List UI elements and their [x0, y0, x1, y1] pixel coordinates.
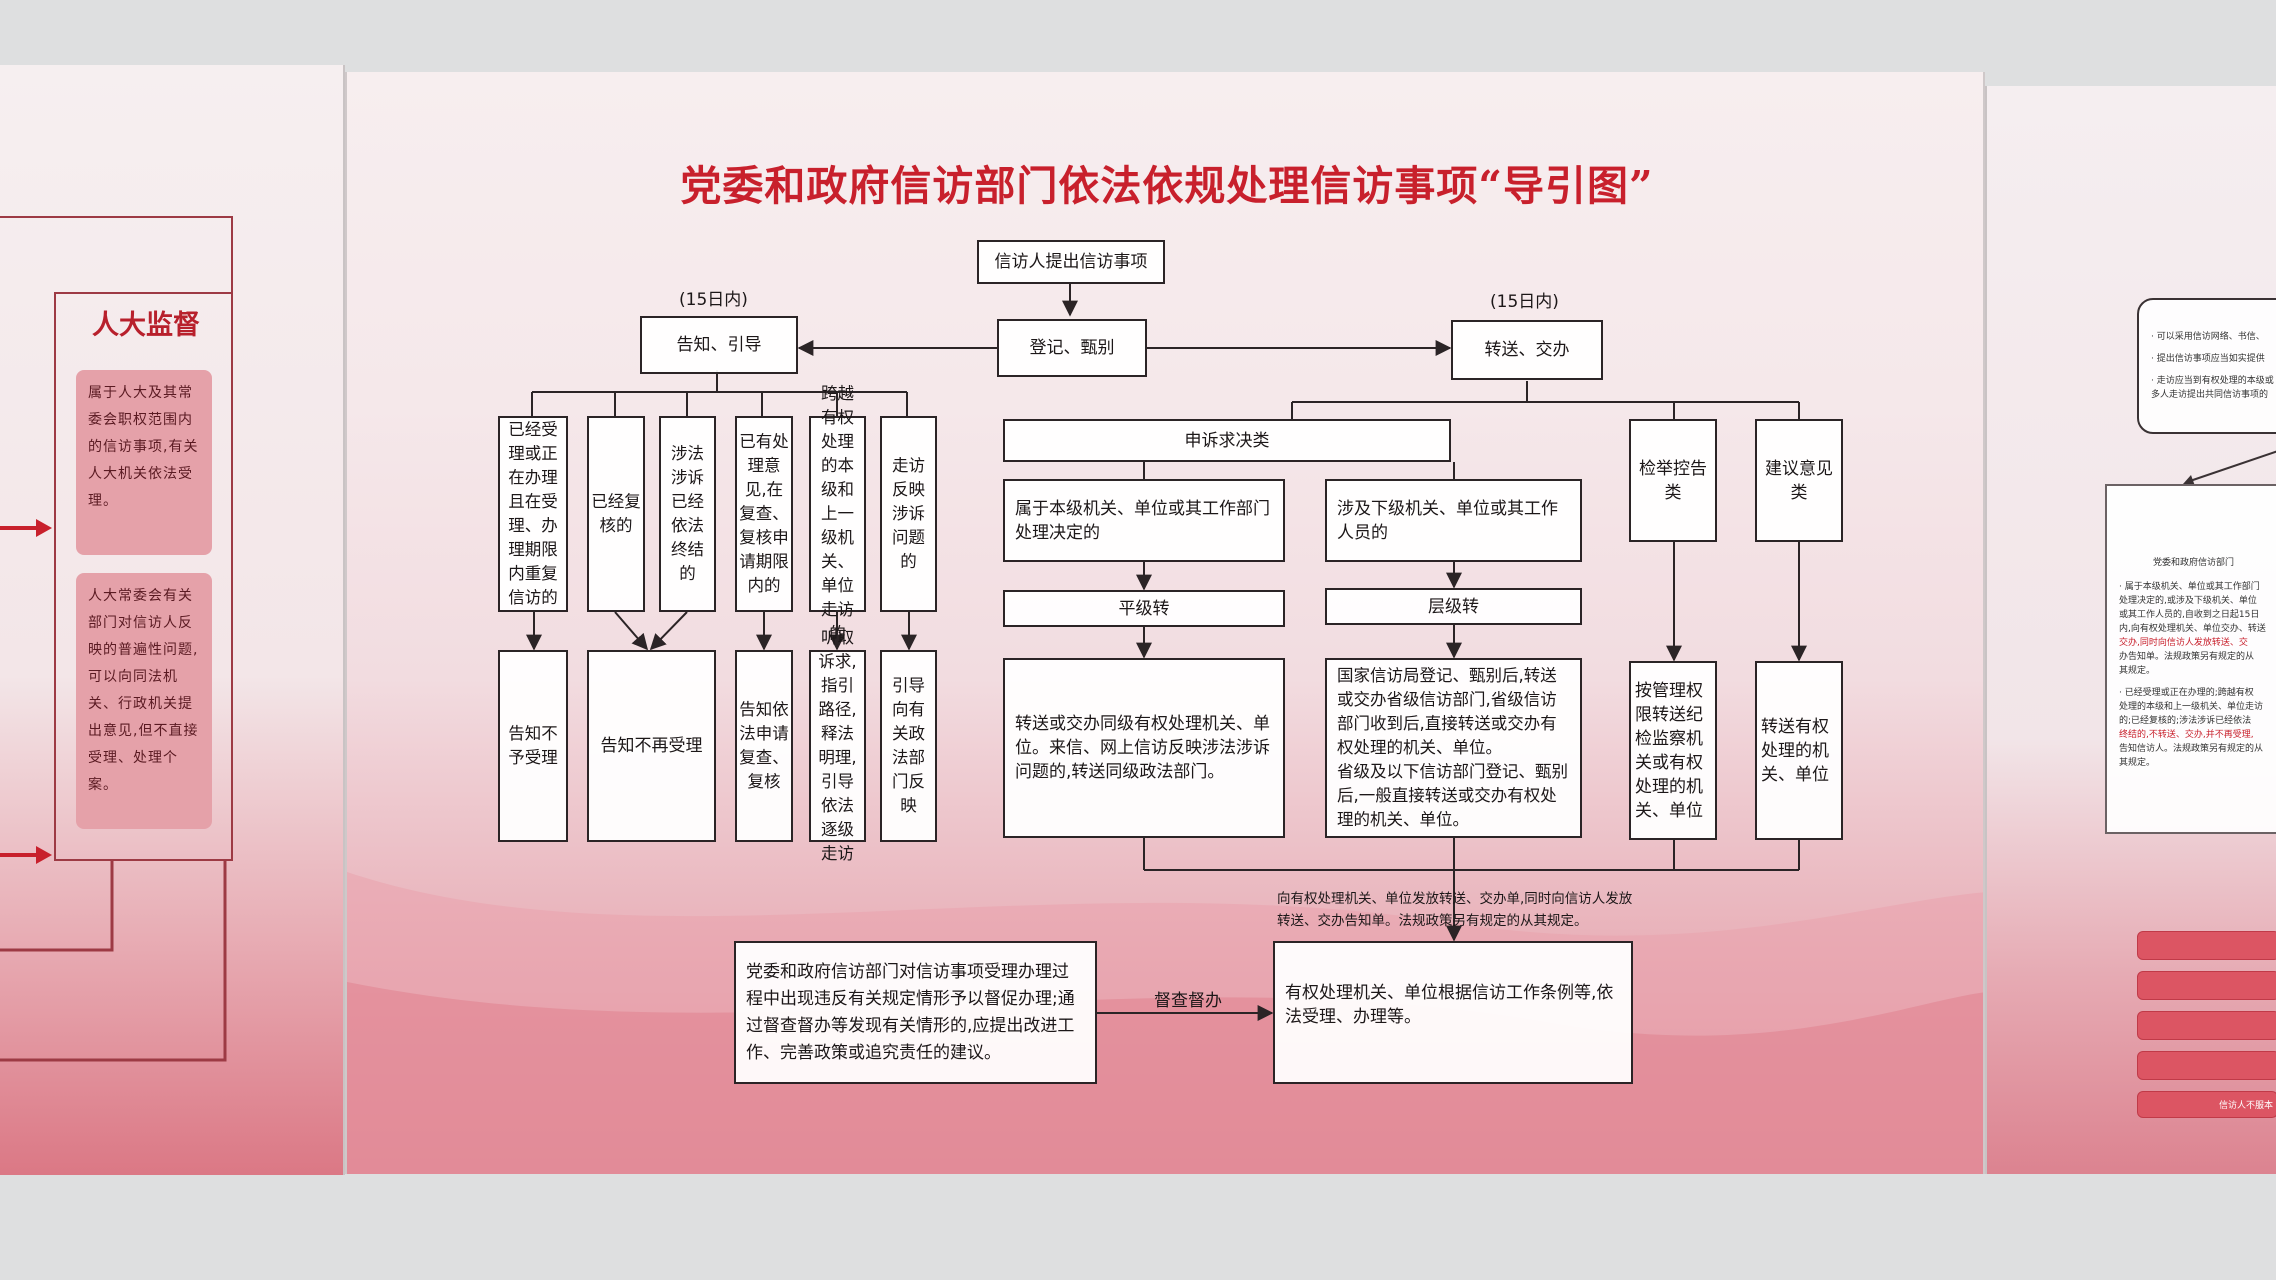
case-skip-level: 跨越有权处理的本级和上一级机关、单位走访的 [809, 384, 866, 643]
red-bar [2137, 971, 2276, 1000]
result-no-longer-accepted: 告知不再受理 [587, 650, 716, 842]
right-doc-line: 办告知单。法规政策另有规定的从 [2119, 652, 2255, 662]
main-diagram-panel: 党委和政府信访部门依法依规处理信访事项“导引图” [345, 72, 1985, 1174]
report-detail: 按管理权限转送纪检监察机关或有权处理的机关、单位 [1629, 661, 1717, 840]
bubble-line: · 走访应当到有权处理的本级或 [2151, 376, 2274, 386]
days-left-label: (15日内) [679, 290, 748, 310]
result-legal-dept: 引导向有关政法部门反映 [880, 650, 937, 842]
bubble-box: · 可以采用信访网络、书信、 · 提出信访事项应当如实提供 · 走访应当到有权处… [2137, 298, 2276, 434]
right-doc-line: 的;已经复核的;涉法涉诉已经依法 [2119, 716, 2252, 726]
left-panel-lines [0, 216, 233, 1062]
result-guide-visit: 听取诉求,指引路径,释法明理,引导依法逐级走访 [809, 628, 866, 863]
transfer-box: 转送、交办 [1451, 320, 1603, 380]
right-doc-line: 其规定。 [2119, 666, 2156, 676]
right-doc-line: · 已经受理或正在办理的;跨越有权 [2119, 688, 2254, 698]
peer-transfer-box: 平级转 [1003, 590, 1285, 627]
submit-box: 信访人提出信访事项 [977, 240, 1165, 284]
right-doc-line: 处理的本级和上一级机关、单位走访 [2119, 702, 2264, 712]
report-category: 检举控告类 [1629, 419, 1717, 542]
forward-note: 向有权处理机关、单位发放转送、交办单,同时向信访人发放转送、交办告知单。法规政策… [1277, 891, 1633, 929]
register-box: 登记、甄别 [997, 319, 1147, 377]
supervise-box: 党委和政府信访部门对信访事项受理办理过程中出现违反有关规定情形予以督促办理;通过… [734, 941, 1097, 1084]
npc-supervision-heading: 人大监督 [92, 310, 200, 341]
right-doc-line: 终结的,不转送、交办,并不再受理, [2119, 730, 2254, 740]
result-not-accepted: 告知不予受理 [498, 650, 568, 842]
handle-box: 有权处理机关、单位根据信访工作条例等,依法受理、办理等。 [1273, 941, 1633, 1084]
case-litigation: 走访反映涉诉问题的 [880, 416, 937, 612]
local-decision-box: 属于本级机关、单位或其工作部门处理决定的 [1003, 479, 1285, 562]
right-doc-line: 其规定。 [2119, 758, 2156, 768]
right-partial-panel: · 可以采用信访网络、书信、 · 提出信访事项应当如实提供 · 走访应当到有权处… [1985, 86, 2276, 1174]
bubble-line: · 可以采用信访网络、书信、 [2151, 332, 2265, 342]
red-bar [2137, 931, 2276, 960]
right-doc-line: · 属于本级机关、单位或其工作部门 [2119, 582, 2260, 592]
peer-transfer-detail: 转送或交办同级有权处理机关、单位。来信、网上信访反映涉法涉诉问题的,转送同级政法… [1003, 658, 1285, 838]
level-transfer-box: 层级转 [1325, 588, 1582, 625]
lower-level-box: 涉及下级机关、单位或其工作人员的 [1325, 479, 1582, 562]
case-reviewed: 已经复核的 [587, 416, 645, 612]
right-doc-line: 或其工作人员的,自收到之日起15日 [2119, 610, 2260, 620]
case-repeat: 已经受理或正在办理且在受理、办理期限内重复信访的 [498, 416, 568, 612]
right-doc-box: 党委和政府信访部门 · 属于本级机关、单位或其工作部门 处理决定的,或涉及下级机… [2105, 484, 2276, 834]
npc-card-2: 人大常委会有关部门对信访人反映的普遍性问题,可以向同法机关、行政机关提出意见,但… [76, 573, 212, 829]
supervise-label: 督查督办 [1154, 991, 1222, 1011]
npc-card-1: 属于人大及其常委会职权范围内的信访事项,有关人大机关依法受理。 [76, 370, 212, 555]
right-footer-text: 信访人不服本 [2218, 1101, 2273, 1111]
right-doc-line: 告知信访人。法规政策另有规定的从 [2119, 744, 2264, 754]
suggest-category: 建议意见类 [1755, 419, 1843, 542]
right-doc-line: 内,向有权处理机关、单位交办、转送 [2119, 624, 2266, 634]
right-doc-title: 党委和政府信访部门 [2152, 558, 2234, 568]
red-bar [2137, 1051, 2276, 1080]
notify-box: 告知、引导 [640, 316, 798, 374]
bubble-line: 多人走访提出共同信访事项的 [2151, 390, 2269, 400]
red-bar [2137, 1011, 2276, 1040]
left-partial-panel: 人大监督 属于人大及其常委会职权范围内的信访事项,有关人大机关依法受理。 人大常… [0, 65, 345, 1175]
right-panel-lines [2183, 450, 2276, 486]
days-right-label: (15日内) [1490, 292, 1559, 312]
level-transfer-detail: 国家信访局登记、甄别后,转送或交办省级信访部门,省级信访部门收到后,直接转送或交… [1325, 658, 1582, 838]
right-doc-line: 交办,同时向信访人发放转送、交 [2119, 638, 2248, 648]
appeal-category: 申诉求决类 [1003, 419, 1451, 462]
bubble-line: · 提出信访事项应当如实提供 [2151, 354, 2265, 364]
case-in-review-period: 已有处理意见,在复查、复核申请期限内的 [735, 416, 793, 612]
case-legal-ended: 涉法涉诉已经依法终结的 [659, 416, 716, 612]
right-doc-line: 处理决定的,或涉及下级机关、单位 [2119, 596, 2257, 606]
result-apply-review: 告知依法申请复查、复核 [735, 650, 793, 842]
connector-lines [526, 284, 1807, 1021]
red-bar: 信访人不服本 [2137, 1091, 2276, 1118]
suggest-detail: 转送有权处理的机关、单位 [1755, 661, 1843, 840]
diagram-title: 党委和政府信访部门依法依规处理信访事项“导引图” [680, 162, 1654, 210]
